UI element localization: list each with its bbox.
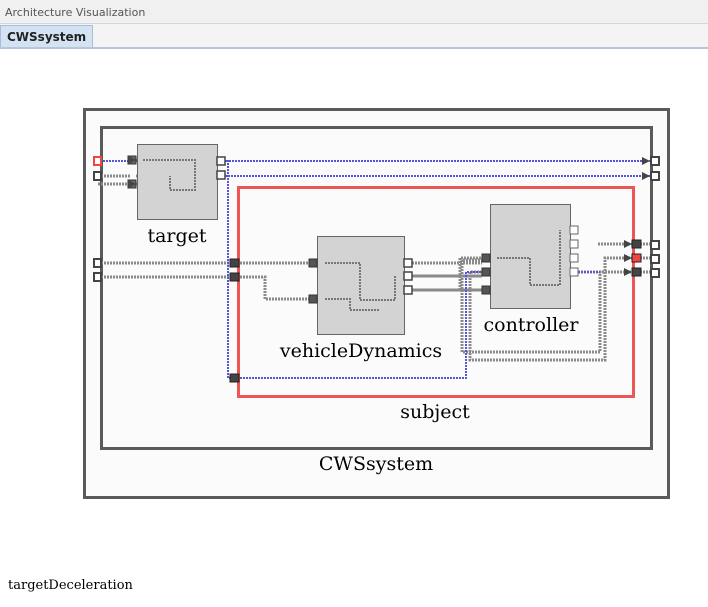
tab-cwssystem[interactable]: CWSsystem — [0, 25, 93, 47]
arrow-out-2 — [642, 172, 650, 180]
port-cws-out-4 — [650, 254, 660, 264]
port-cws-out-2 — [650, 171, 660, 181]
tab-cwssystem-label: CWSsystem — [7, 30, 87, 44]
port-vd-in-2 — [308, 294, 318, 304]
port-subject-out-3 — [631, 267, 642, 277]
arrow-target-2 — [128, 180, 136, 188]
port-ctrl-in-3 — [481, 285, 491, 295]
port-vd-out-1 — [403, 258, 413, 268]
ports[interactable] — [93, 155, 660, 383]
tab-strip: CWSsystem — [0, 24, 708, 49]
port-ctrl-out-4 — [569, 267, 579, 277]
port-cws-out-3 — [650, 240, 660, 250]
port-ctrl-out-3 — [569, 253, 579, 263]
target-component[interactable]: target — [137, 144, 218, 248]
port-target-out-1 — [216, 156, 226, 166]
arrow-target-1 — [128, 156, 136, 164]
port-ctrl-out-2 — [569, 239, 579, 249]
window-titlebar: Architecture Visualization — [0, 0, 708, 24]
port-cws-in-1 — [93, 156, 102, 166]
arrow-out-4 — [624, 254, 632, 262]
port-subject-in-3 — [229, 373, 240, 383]
arrow-out-1 — [642, 157, 650, 165]
arrowheads — [128, 156, 650, 276]
port-ctrl-in-2 — [481, 267, 491, 277]
cwssystem-label: CWSsystem — [319, 453, 433, 475]
component-internals — [143, 159, 561, 311]
port-subject-in-2 — [229, 272, 240, 282]
port-subject-out-1 — [631, 239, 642, 249]
port-cws-out-5 — [650, 268, 660, 278]
port-target-out-2 — [216, 170, 226, 180]
port-vd-in-1 — [308, 258, 318, 268]
architecture-diagram: target vehicleDynamics controller — [83, 108, 670, 499]
port-ctrl-in-1 — [481, 253, 491, 263]
subject-label: subject — [400, 401, 470, 423]
port-vd-out-2 — [403, 271, 413, 281]
controller-label: controller — [484, 314, 580, 336]
arrow-out-5 — [624, 268, 632, 276]
port-cws-in-2 — [93, 171, 102, 181]
port-cws-in-4 — [93, 272, 102, 282]
port-cws-out-1 — [650, 156, 660, 166]
port-subject-out-2 — [631, 253, 642, 263]
window-title: Architecture Visualization — [5, 6, 146, 19]
target-label: target — [147, 225, 206, 247]
signal-buses — [412, 274, 482, 292]
controller-component[interactable]: controller — [484, 204, 580, 337]
port-subject-in-1 — [229, 258, 240, 268]
port-ctrl-out-1 — [569, 225, 579, 235]
port-vd-out-3 — [403, 285, 413, 295]
status-text: targetDeceleration — [8, 578, 133, 593]
vehicledynamics-label: vehicleDynamics — [279, 340, 442, 362]
arrow-out-3 — [624, 240, 632, 248]
subject-box[interactable] — [237, 186, 635, 398]
port-cws-in-3 — [93, 258, 102, 268]
